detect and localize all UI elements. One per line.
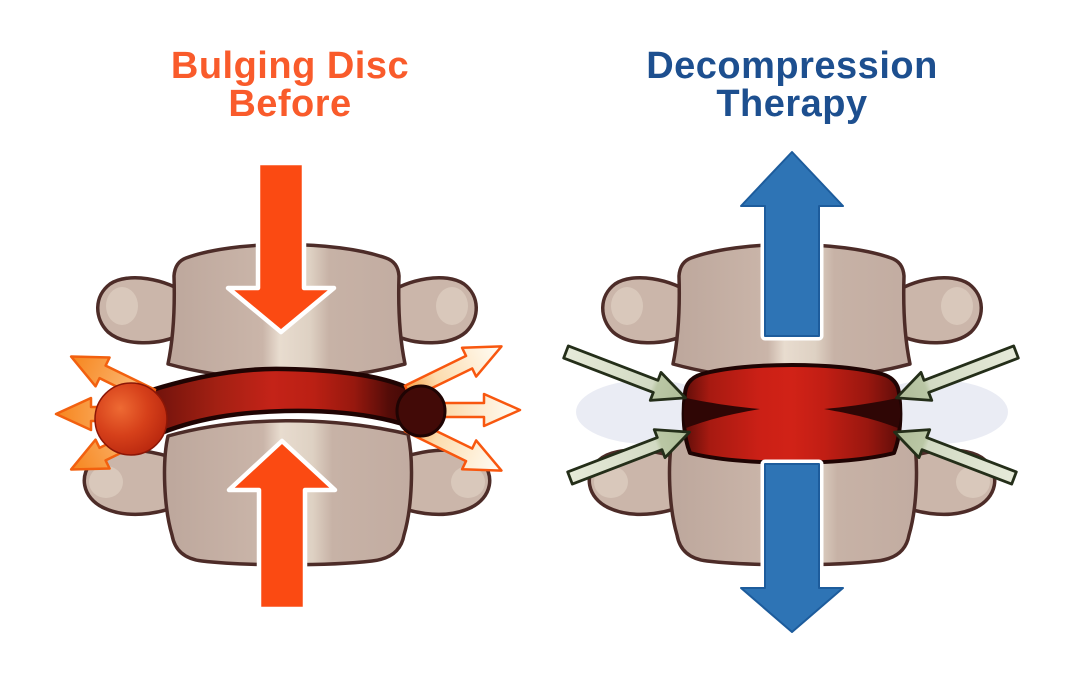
traction-up-arrow-icon [740, 151, 844, 337]
right-title-line2: Therapy [716, 83, 867, 125]
decompressed-disc [681, 363, 903, 465]
disc-bulge [94, 382, 168, 456]
right-title-line1: Decompression [646, 45, 938, 87]
disc-notch-left [683, 398, 760, 428]
compression-up-arrow-icon [226, 438, 338, 612]
left-title-line1: Bulging Disc [171, 45, 409, 87]
decompression-therapy-figure: Decompression Therapy [559, 45, 1023, 637]
bulging-disc-figure: Bulging Disc Before [54, 45, 522, 612]
disc-end-cap [395, 384, 447, 438]
compression-down-arrow-icon [225, 160, 337, 335]
disc-notch-right [824, 398, 901, 428]
left-title-line2: Before [228, 83, 351, 125]
traction-down-arrow-icon [740, 463, 844, 633]
